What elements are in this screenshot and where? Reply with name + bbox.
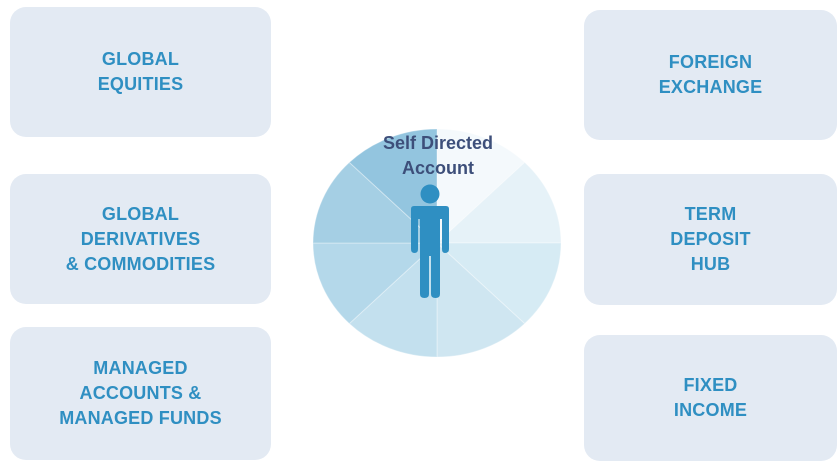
- person-icon: [411, 184, 449, 298]
- wheel-wedge: [312, 161, 439, 244]
- account-wheel: [312, 128, 562, 358]
- managed-accounts-line-1: MANAGED: [93, 358, 188, 378]
- center-title-line-1: Self Directed: [382, 133, 494, 153]
- global-derivatives-line-1: GLOBAL: [101, 203, 180, 224]
- fixed-income-line-1: FIXED: [683, 375, 738, 395]
- global-equities-line-2: EQUITIES: [97, 74, 184, 94]
- foreign-exchange-line-2: EXCHANGE: [658, 77, 763, 97]
- term-deposit-line-1: TERM: [684, 204, 737, 224]
- term-deposit-line-3: HUB: [690, 254, 731, 274]
- term-deposit-box[interactable]: TERM DEPOSIT HUB: [584, 174, 837, 305]
- fixed-income-box[interactable]: FIXED INCOME: [584, 335, 837, 461]
- global-equities-box[interactable]: GLOBAL EQUITIES: [10, 7, 271, 137]
- managed-accounts-line-3: MANAGED FUNDS: [59, 408, 222, 428]
- wheel-wedge: [312, 242, 439, 325]
- wheel-wedge: [348, 241, 438, 358]
- global-derivatives-box[interactable]: GLOBAL DERIVATIVES & COMMODITIES: [10, 174, 271, 304]
- center-title-line-2: Account: [402, 158, 474, 178]
- term-deposit-line-2: DEPOSIT: [670, 229, 751, 249]
- wheel-wedge: [435, 242, 562, 325]
- wheel-wedge: [435, 161, 562, 244]
- wheel-wedge: [436, 128, 526, 245]
- self-directed-account-label: Self Directed Account: [338, 131, 538, 181]
- managed-accounts-box[interactable]: MANAGED ACCOUNTS & MANAGED FUNDS: [10, 327, 271, 460]
- fixed-income-line-2: INCOME: [673, 400, 748, 420]
- global-derivatives-line-2: DERIVATIVES: [80, 228, 201, 249]
- wheel-wedge: [436, 241, 526, 358]
- global-equities-line-1: GLOBAL: [101, 49, 180, 69]
- foreign-exchange-line-1: FOREIGN: [668, 52, 753, 72]
- global-derivatives-line-3: & COMMODITIES: [65, 253, 216, 274]
- managed-accounts-line-2: ACCOUNTS &: [79, 383, 202, 403]
- foreign-exchange-box[interactable]: FOREIGN EXCHANGE: [584, 10, 837, 140]
